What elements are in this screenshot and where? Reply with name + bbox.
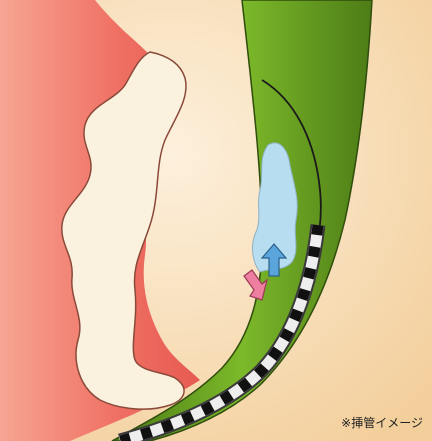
caption-label: ※挿管イメージ <box>341 414 423 431</box>
